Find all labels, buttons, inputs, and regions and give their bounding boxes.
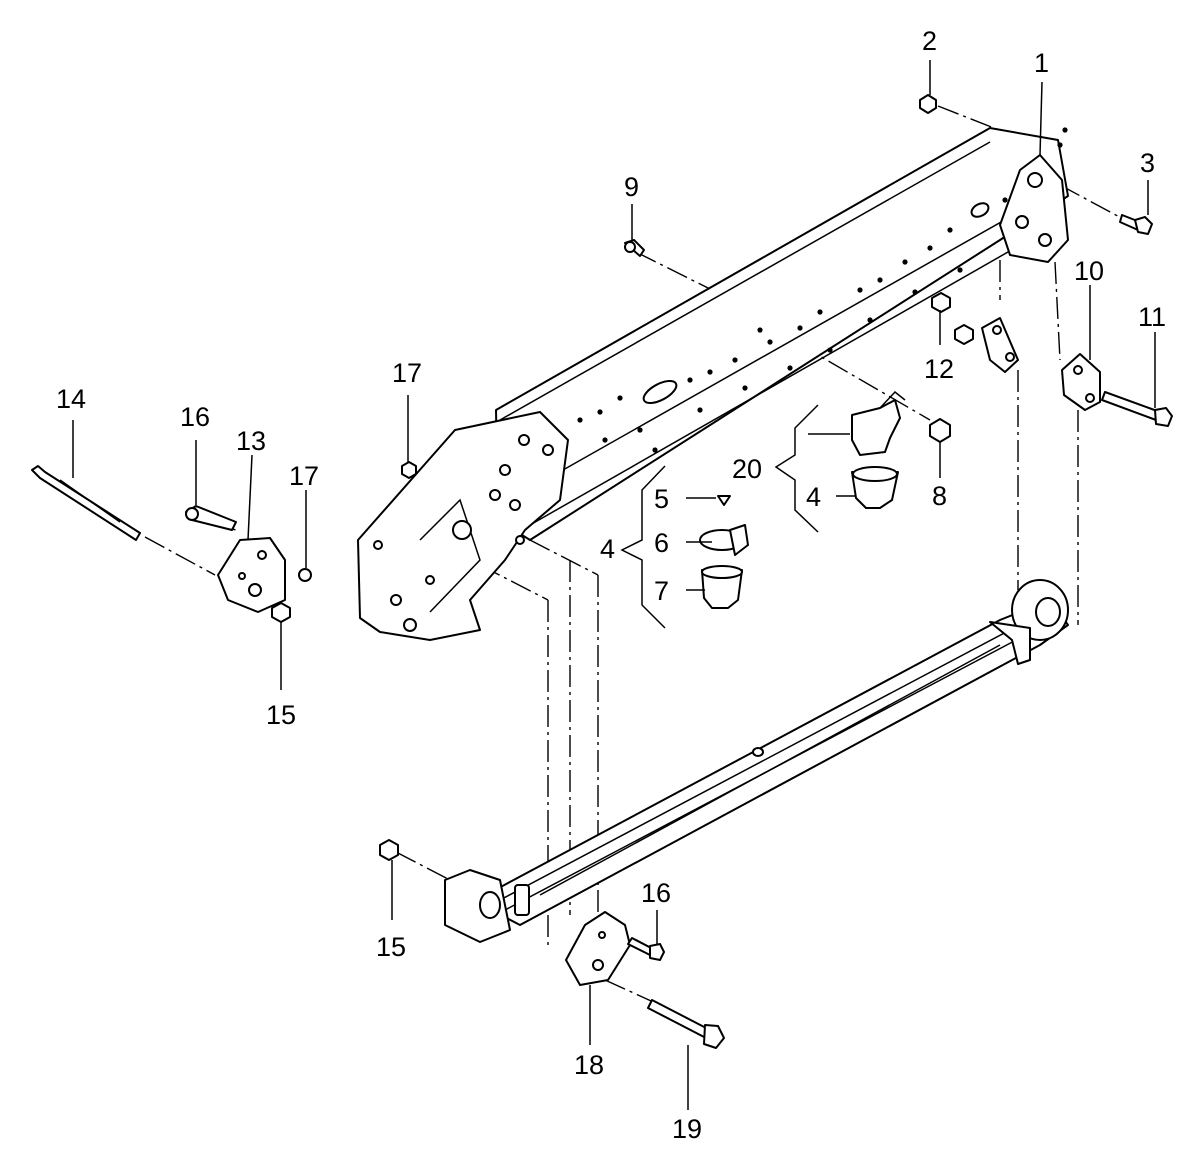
bolt-11 [1101,391,1173,427]
callout-8: 8 [932,481,947,511]
rear-lower-bracket-18 [565,911,631,986]
shackle-plate-12 [981,317,1019,373]
front-hanger-bracket [357,411,569,641]
callout-16-upper: 16 [180,402,210,432]
callout-labels: 1 2 3 4 4 5 6 7 8 9 10 11 12 13 14 15 15… [56,26,1166,1144]
bolt-19 [647,999,725,1049]
nut-17-bracket [401,461,417,479]
bolt-9 [624,239,645,257]
leader-lines [72,60,1156,1110]
callout-2: 2 [922,26,937,56]
callout-3: 3 [1140,148,1155,178]
shackle-plate-10 [1061,353,1101,411]
callout-6: 6 [654,528,669,558]
callout-12: 12 [924,354,954,384]
bump-stop-assembly-right [851,390,906,509]
group-brace-4 [620,465,666,629]
callout-18: 18 [574,1050,604,1080]
callout-7: 7 [654,576,669,606]
callout-9: 9 [624,172,639,202]
callout-17-bracket: 17 [392,358,422,388]
callout-17-left: 17 [289,461,319,491]
callout-5: 5 [654,484,669,514]
callout-15-upper: 15 [266,700,296,730]
bolt-14 [31,465,141,541]
nut-15-lower [379,839,399,861]
callout-4-right: 4 [806,482,821,512]
callout-19: 19 [672,1114,702,1144]
callout-1: 1 [1034,48,1049,78]
nut-8 [929,418,951,443]
front-spring-bracket-13 [217,537,286,613]
callout-4-left: 4 [600,534,615,564]
callout-20: 20 [732,454,762,484]
bolt-16-upper [185,505,237,531]
bolt-16-lower [627,937,665,961]
group-brace-20 [774,404,819,533]
callout-13: 13 [236,426,266,456]
nuts-12 [931,292,974,345]
frame-rail [495,127,1069,541]
rear-frame-bracket [999,154,1069,263]
callout-11: 11 [1138,302,1166,332]
callout-14: 14 [56,384,86,414]
nut-2 [919,94,937,114]
nut-17-left [298,568,312,582]
callout-16-lower: 16 [641,878,671,908]
callout-15-lower: 15 [376,932,406,962]
callout-10: 10 [1074,256,1104,286]
leaf-spring [444,579,1069,943]
bolt-3 [1119,214,1153,235]
nut-15-upper [271,602,291,623]
bump-stop-assembly-left [699,495,749,609]
